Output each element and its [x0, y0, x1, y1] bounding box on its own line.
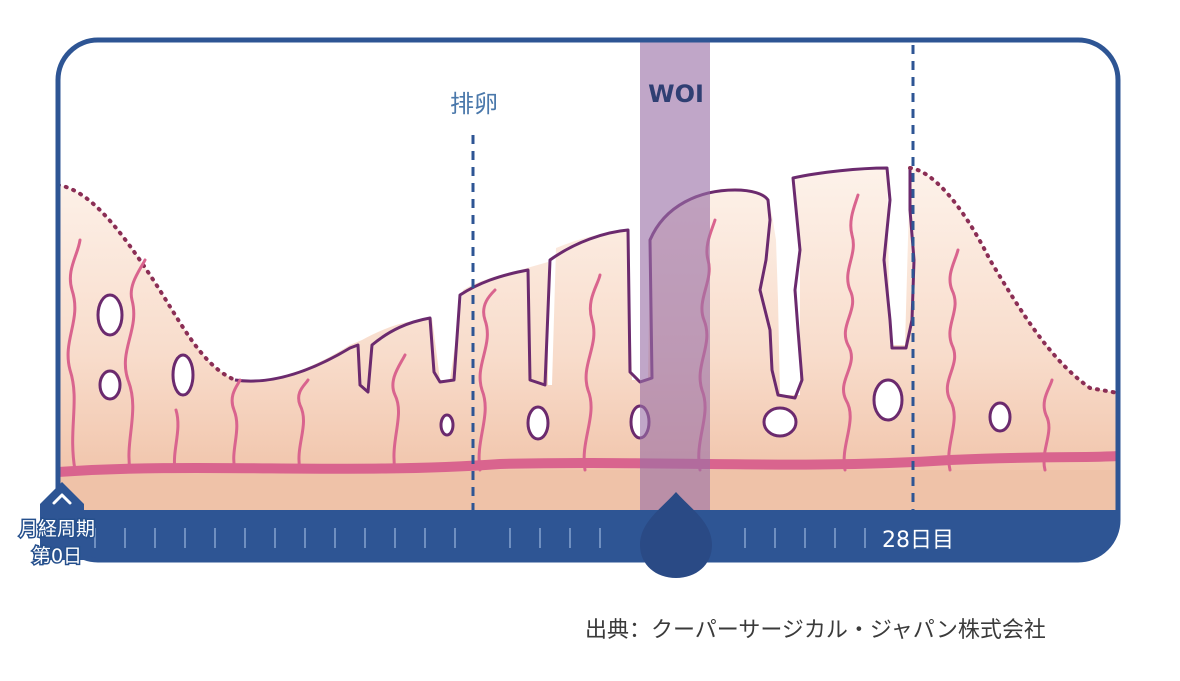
start-marker-shape: [40, 482, 84, 560]
day28-label: 28日目: [882, 528, 954, 553]
timeline-ticks: [94, 528, 866, 548]
cycle-start-label-line1: 月経周期: [19, 518, 95, 540]
source-caption: 出典：クーパーサージカル・ジャパン株式会社: [585, 618, 1046, 643]
frame-border: [55, 37, 1121, 563]
gland-lumens: [96, 293, 1012, 441]
ovulation-label: 排卵: [450, 90, 498, 118]
dotted-edge-left: [58, 183, 237, 382]
dotted-edge-right: [908, 166, 1118, 395]
gland-outline: [234, 166, 916, 400]
cycle-start-label-line2: 第0日: [32, 545, 82, 567]
woi-label: WOI: [648, 80, 704, 108]
basal-layer: [58, 470, 1118, 512]
timeline-bar: [58, 510, 1118, 560]
chevron-up-icon: [52, 493, 72, 505]
drop-icon: [640, 492, 712, 578]
basal-vessel-band: [58, 451, 1118, 477]
woi-band: [640, 40, 710, 512]
